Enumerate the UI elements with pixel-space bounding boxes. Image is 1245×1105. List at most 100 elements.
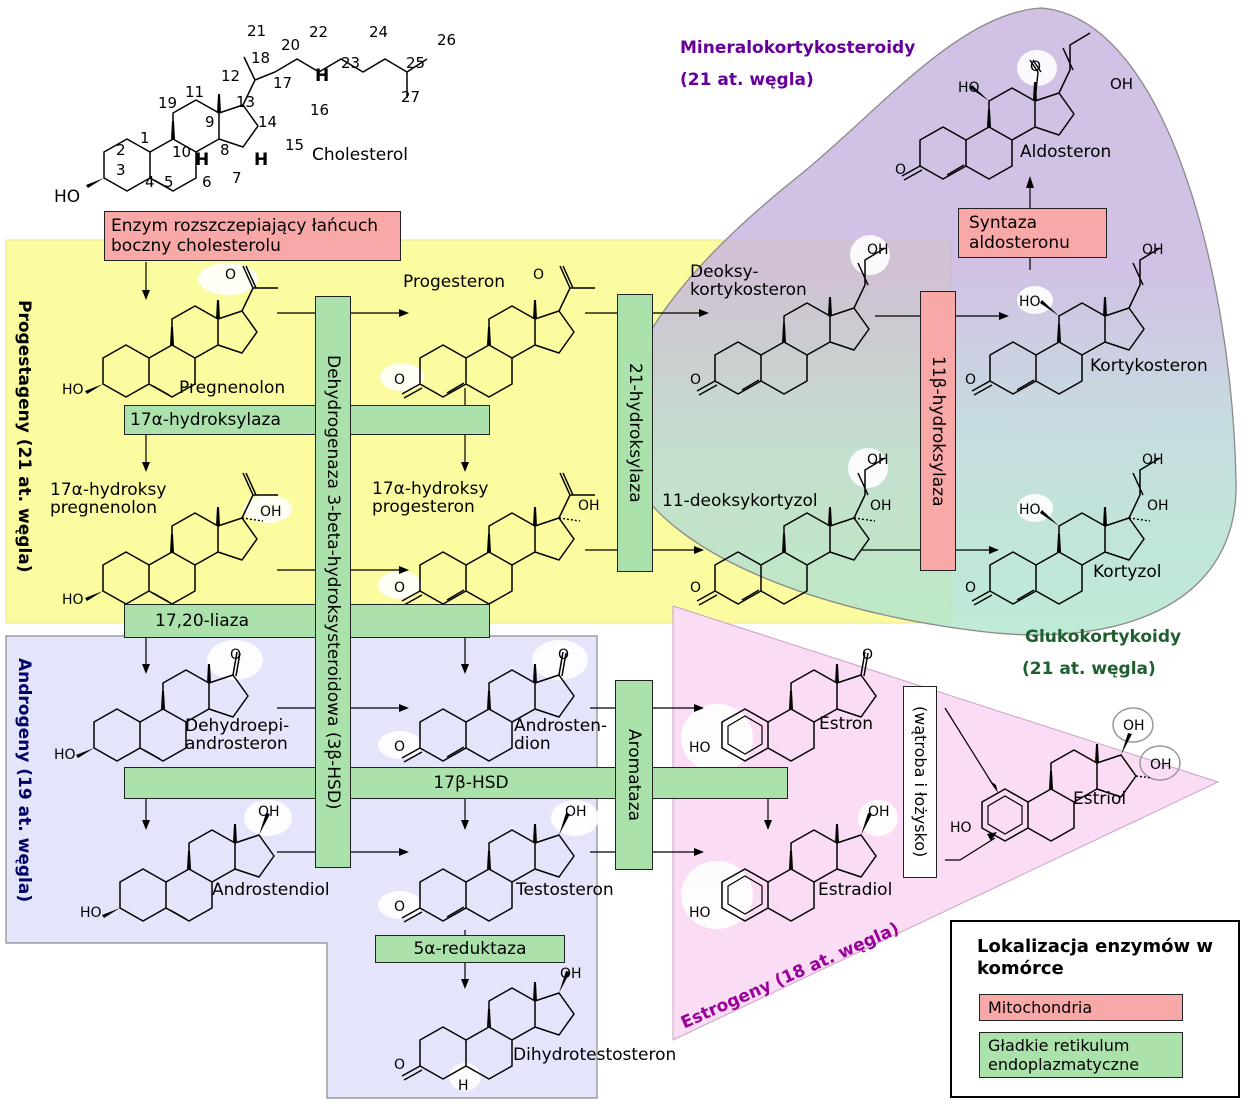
highlight-blob	[858, 800, 898, 836]
o-label: O	[690, 372, 702, 388]
carbon-number: 17	[273, 74, 293, 92]
legend: Lokalizacja enzymów w komórce Mitochondr…	[950, 920, 1240, 1098]
carbon-number: 4	[145, 173, 155, 191]
legend-label: endoplazmatyczne	[988, 1055, 1140, 1074]
oh-label: OH	[1142, 242, 1164, 258]
ho-label: HO	[54, 747, 76, 763]
compound-label: Progesteron	[403, 272, 505, 292]
compound-label: Dehydroepi-	[185, 716, 290, 736]
h-label: H	[254, 150, 269, 170]
oh-label: OH	[1147, 498, 1169, 514]
enzyme-label: Syntaza	[969, 213, 1038, 233]
hydroxylase-11b-box: 11β-hydroksylaza	[920, 291, 956, 571]
aldosterone-synthase-box: Syntaza aldosteronu	[958, 208, 1107, 258]
compound-label: 11-deoksykortyzol	[662, 491, 818, 511]
carbon-number: 7	[232, 169, 242, 187]
o-label: O	[230, 647, 242, 663]
oh-label: OH	[560, 966, 582, 982]
o-label: O	[690, 580, 702, 596]
enzyme-label: 21-hydroksylaza	[625, 363, 645, 503]
o-label: O	[394, 899, 406, 915]
highlight-blob	[532, 640, 588, 680]
ho-label: HO	[689, 905, 711, 921]
hydroxylase-21-box: 21-hydroksylaza	[617, 294, 653, 572]
aldosterone-structure	[901, 32, 1091, 181]
ho-label: HO	[54, 187, 81, 207]
legend-label: Gładkie retikulum	[988, 1036, 1130, 1055]
oh-label: OH	[1142, 452, 1164, 468]
ho-label: HO	[1019, 502, 1041, 518]
carbon-number: 11	[185, 83, 205, 101]
ho-label: HO	[80, 905, 102, 921]
enzyme-label: boczny cholesterolu	[111, 236, 281, 256]
compound-label: Aldosteron	[1020, 142, 1112, 162]
compound-label: progesteron	[372, 497, 475, 517]
o-label: O	[225, 267, 237, 283]
enzyme-label: 5α-reduktaza	[413, 939, 527, 959]
compound-label: Cholesterol	[312, 145, 408, 165]
carbon-number: 23	[341, 54, 361, 72]
carbon-number: 10	[172, 143, 192, 161]
hydroxylase-17a-box: 17α-hydroksylaza	[124, 405, 490, 435]
compound-label: Kortyzol	[1093, 562, 1162, 582]
carbon-number: 26	[437, 31, 457, 49]
compound-label: androsteron	[185, 734, 288, 754]
highlight-blob	[1017, 50, 1057, 86]
compound-label: Pregnenolon	[179, 378, 286, 398]
estrogen-region	[672, 605, 1220, 1041]
carbon-number: 14	[258, 113, 278, 131]
o-label: O	[895, 162, 907, 178]
oh-label: OH	[867, 452, 889, 468]
h-label: H	[195, 150, 210, 170]
ho-label: HO	[62, 592, 84, 608]
legend-er: Gładkie retikulum endoplazmatyczne	[979, 1032, 1183, 1078]
oh-label: OH	[258, 804, 280, 820]
reductase-5a-box: 5α-reduktaza	[375, 935, 565, 963]
o-label: O	[965, 580, 977, 596]
ho-label: HO	[958, 80, 980, 96]
compound-label: Dihydrotestosteron	[513, 1045, 677, 1065]
o-label: O	[1030, 59, 1042, 75]
glucocorticoid-group-sublabel: (21 at. węgla)	[1022, 659, 1156, 679]
enzyme-label: (wątroba i łożysko)	[911, 706, 930, 858]
oh-label: OH	[870, 498, 892, 514]
oh-label: OH	[260, 504, 282, 520]
o-label: O	[394, 739, 406, 755]
carbon-number: 1	[140, 129, 150, 147]
testosterone-structure	[401, 813, 575, 923]
highlight-ring	[1112, 707, 1154, 743]
enzyme-label: aldosteronu	[969, 233, 1070, 253]
arrowheads	[142, 176, 1034, 989]
highlight-blob	[378, 731, 422, 759]
carbon-number: 27	[401, 88, 421, 106]
compound-label: pregnenolon	[50, 498, 157, 518]
scc-enzyme-box: Enzym rozszczepiający łańcuch boczny cho…	[104, 211, 401, 261]
compound-label: Androstendiol	[212, 880, 330, 900]
carbon-number: 5	[164, 173, 174, 191]
carbon-number: 16	[310, 101, 330, 119]
oh-label: OH	[565, 804, 587, 820]
androgen-group-label: Androgeny (19 at. węgla)	[14, 658, 34, 903]
highlight-blob	[681, 861, 753, 929]
hsd3b-box: Dehydrogenaza 3-beta-hydroksysteroidowa …	[315, 296, 351, 868]
enzyme-label: 17α-hydroksylaza	[130, 410, 281, 430]
compound-label: Estriol	[1073, 789, 1127, 809]
compound-label: 17α-hydroksy	[50, 480, 167, 500]
enzyme-label: Aromataza	[624, 728, 644, 822]
h-label: H	[315, 66, 330, 86]
hsd17b-box: 17β-HSD	[124, 767, 788, 799]
o-label: O	[862, 647, 874, 663]
carbon-number: 9	[205, 113, 215, 131]
glucocorticoid-group-label: Glukokortykoidy	[1025, 627, 1182, 647]
compound-label: Testosteron	[516, 880, 614, 900]
o-label: O	[965, 372, 977, 388]
highlight-blob	[244, 495, 292, 523]
highlight-blob	[244, 800, 292, 836]
carbon-number: 15	[285, 136, 305, 154]
androgen-region	[5, 635, 598, 1099]
aromatase-box: Aromataza	[615, 680, 653, 870]
ho-label: HO	[62, 382, 84, 398]
highlight-blob	[380, 363, 424, 391]
o-label: O	[558, 647, 570, 663]
compound-label: 17α-hydroksy	[372, 479, 489, 499]
